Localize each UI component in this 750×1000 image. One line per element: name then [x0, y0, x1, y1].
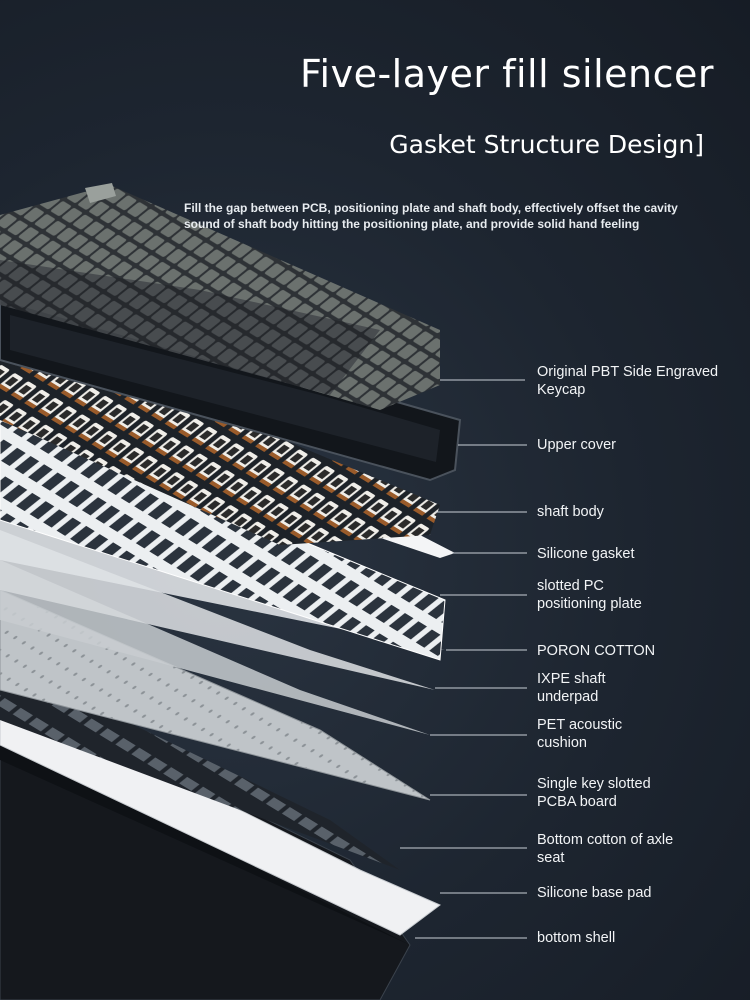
- label-ixpe-underpad: IXPE shaft underpad: [537, 671, 606, 705]
- label-bottom-cotton: Bottom cotton of axle seat: [537, 832, 674, 866]
- page-subtitle: Gasket Structure Design]: [389, 130, 704, 159]
- label-keycap: Original PBT Side Engraved Keycap: [537, 364, 719, 398]
- label-pc-plate: slotted PC positioning plate: [537, 578, 642, 612]
- page-title: Five-layer fill silencer: [299, 52, 714, 96]
- label-silicone-gasket: Silicone gasket: [537, 546, 635, 562]
- label-shaft-body: shaft body: [537, 504, 604, 520]
- leader-lines: [400, 379, 527, 939]
- poron-cotton-layer: [0, 500, 445, 650]
- label-silicone-base-pad: Silicone base pad: [537, 885, 652, 901]
- label-poron-cotton: PORON COTTON: [537, 643, 656, 659]
- label-bottom-shell: bottom shell: [537, 930, 616, 946]
- label-pet-cushion: PET acoustic cushion: [537, 717, 623, 751]
- ixpe-underpad-layer: [0, 530, 435, 690]
- label-pcba-board: Single key slotted PCBA board: [537, 776, 651, 810]
- label-upper-cover: Upper cover: [537, 437, 616, 453]
- description-text: Fill the gap between PCB, positioning pl…: [184, 201, 678, 231]
